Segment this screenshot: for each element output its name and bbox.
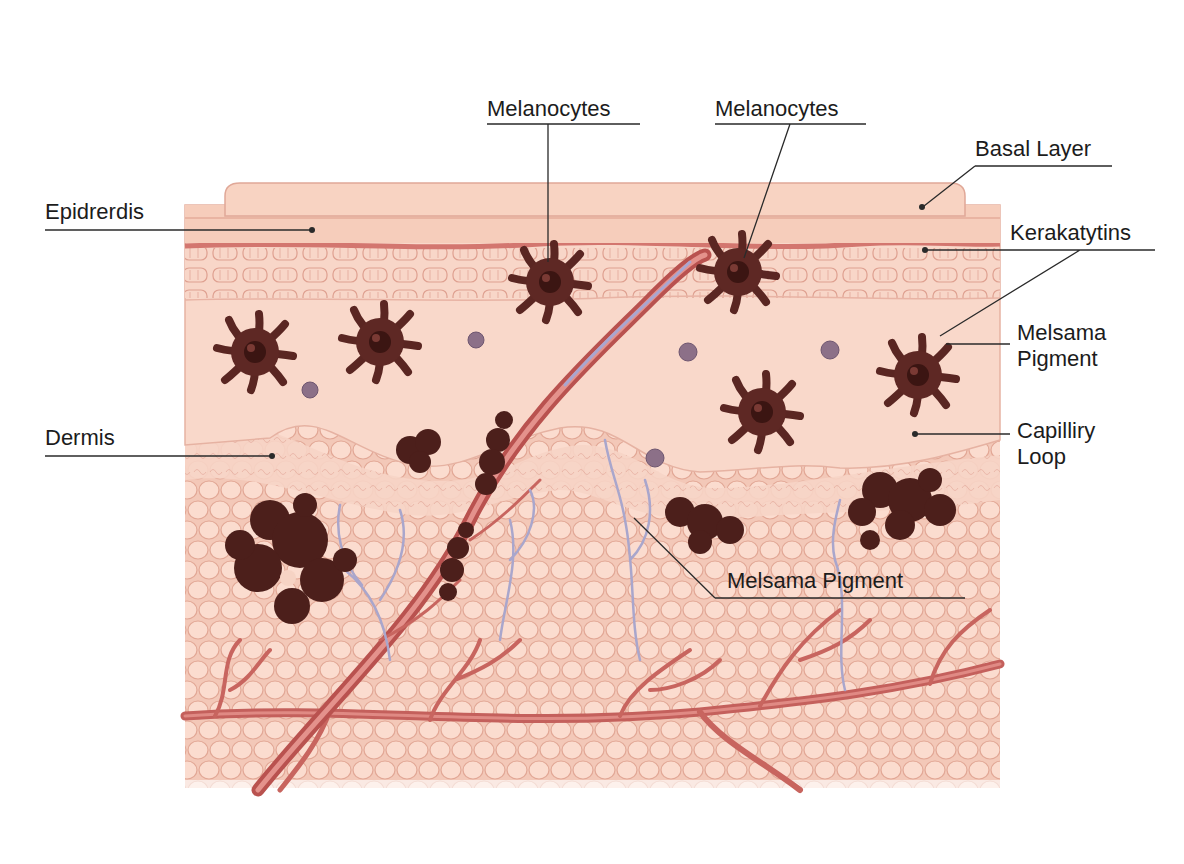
leader-lines [45,124,1155,598]
part-label: Melanocytes [715,96,839,122]
part-label: Capilliry Loop [1017,418,1147,470]
part-label: Basal Layer [975,136,1091,162]
leader-dots [269,204,928,459]
keratinocyte-row [185,248,1000,298]
part-label: Melanocytes [487,96,611,122]
part-label: Dermis [45,425,115,451]
basal-line [185,242,1000,246]
blood-vessels [185,255,1000,790]
part-label: Melsama Pigment [727,568,903,594]
stratum-corneum [225,183,965,216]
capillaries [338,440,845,690]
pigment-granules [302,332,839,467]
part-label: Epidrerdis [45,199,144,225]
part-label: Melsama Pigment [1017,320,1147,372]
part-label: Kerakatytins [1010,220,1131,246]
epidermis-layer [185,205,1000,472]
dermal-pigment [225,411,956,624]
